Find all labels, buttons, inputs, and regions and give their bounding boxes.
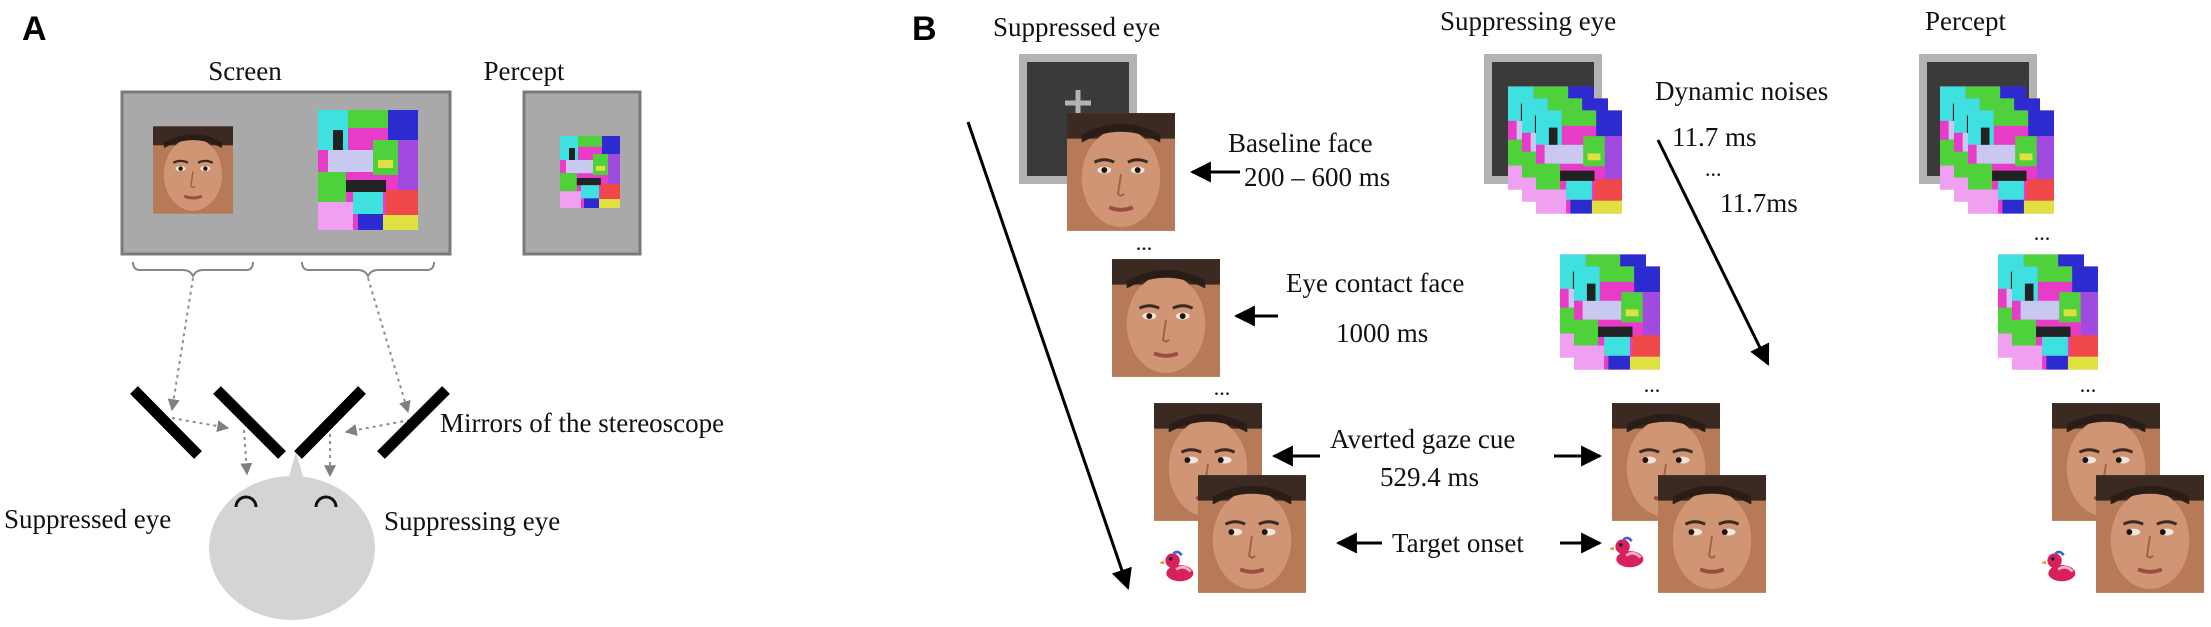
baseline-face-image [1067,113,1175,231]
percept-duck-icon [2042,550,2077,583]
suppressing-eye-column: ... [1484,54,1766,593]
percept-label-a: Percept [484,56,565,86]
target-onset-label: Target onset [1392,528,1524,558]
eye-contact-face-image [1112,259,1220,377]
noise-time-arrow [1656,139,1770,366]
noise-stack-2b [1574,266,1660,370]
suppressing-eye-title: Suppressing eye [1440,6,1616,36]
suppressing-duck-icon [1610,536,1645,569]
light-paths [167,277,411,478]
mirrors-label: Mirrors of the stereoscope [440,408,724,438]
observer-head [209,452,375,620]
ellipsis-2: ... [1214,375,1231,400]
percept-column: ... ... [1919,54,2204,593]
suppressed-eye-title: Suppressed eye [993,12,1160,42]
target-duck-icon [1160,550,1195,583]
noise-time-1: 11.7 ms [1672,122,1757,152]
panel-a-letter: A [22,10,47,48]
noise-stack-1c [1536,110,1622,214]
screen-noise-image [318,110,418,230]
panel-b: B Suppressed eye Suppressing eye Percept… [912,6,2204,593]
time-arrow [966,121,1132,590]
target-face-image [1198,475,1306,593]
suppressed-eye-label-a: Suppressed eye [4,504,171,534]
percept-noise-1c [1968,110,2054,214]
ellipsis-3: ... [1644,372,1661,397]
noise-ellipsis: ... [1705,156,1722,181]
percept-noise-image-a [560,136,620,208]
screen-label: Screen [208,56,282,86]
noise-time-2: 11.7ms [1720,188,1798,218]
averted-time-label: 529.4 ms [1380,462,1479,492]
screen-face-image [153,124,233,216]
panel-b-letter: B [912,10,937,48]
panel-a: A Screen Percept Mirrors of the stereosc… [4,10,724,620]
ellipsis-4: ... [2034,220,2051,245]
baseline-time-label: 200 – 600 ms [1244,162,1390,192]
ellipsis-1: ... [1136,230,1153,255]
suppressing-target-face [1658,475,1766,593]
eye-contact-face-label: Eye contact face [1286,268,1464,298]
percept-title: Percept [1925,6,2006,36]
suppressed-eye-column: ... ... [1019,54,1306,593]
right-brace [301,261,435,279]
left-brace [132,261,254,279]
stereoscope-mirrors [130,386,450,459]
baseline-face-label: Baseline face [1228,128,1373,158]
eye-contact-time-label: 1000 ms [1336,318,1428,348]
averted-gaze-label: Averted gaze cue [1330,424,1515,454]
ellipsis-5: ... [2080,372,2097,397]
percept-target-face [2096,475,2204,593]
dynamic-noises-label: Dynamic noises [1655,76,1828,106]
percept-noise-2b [2012,266,2098,370]
suppressing-eye-label-a: Suppressing eye [384,506,560,536]
